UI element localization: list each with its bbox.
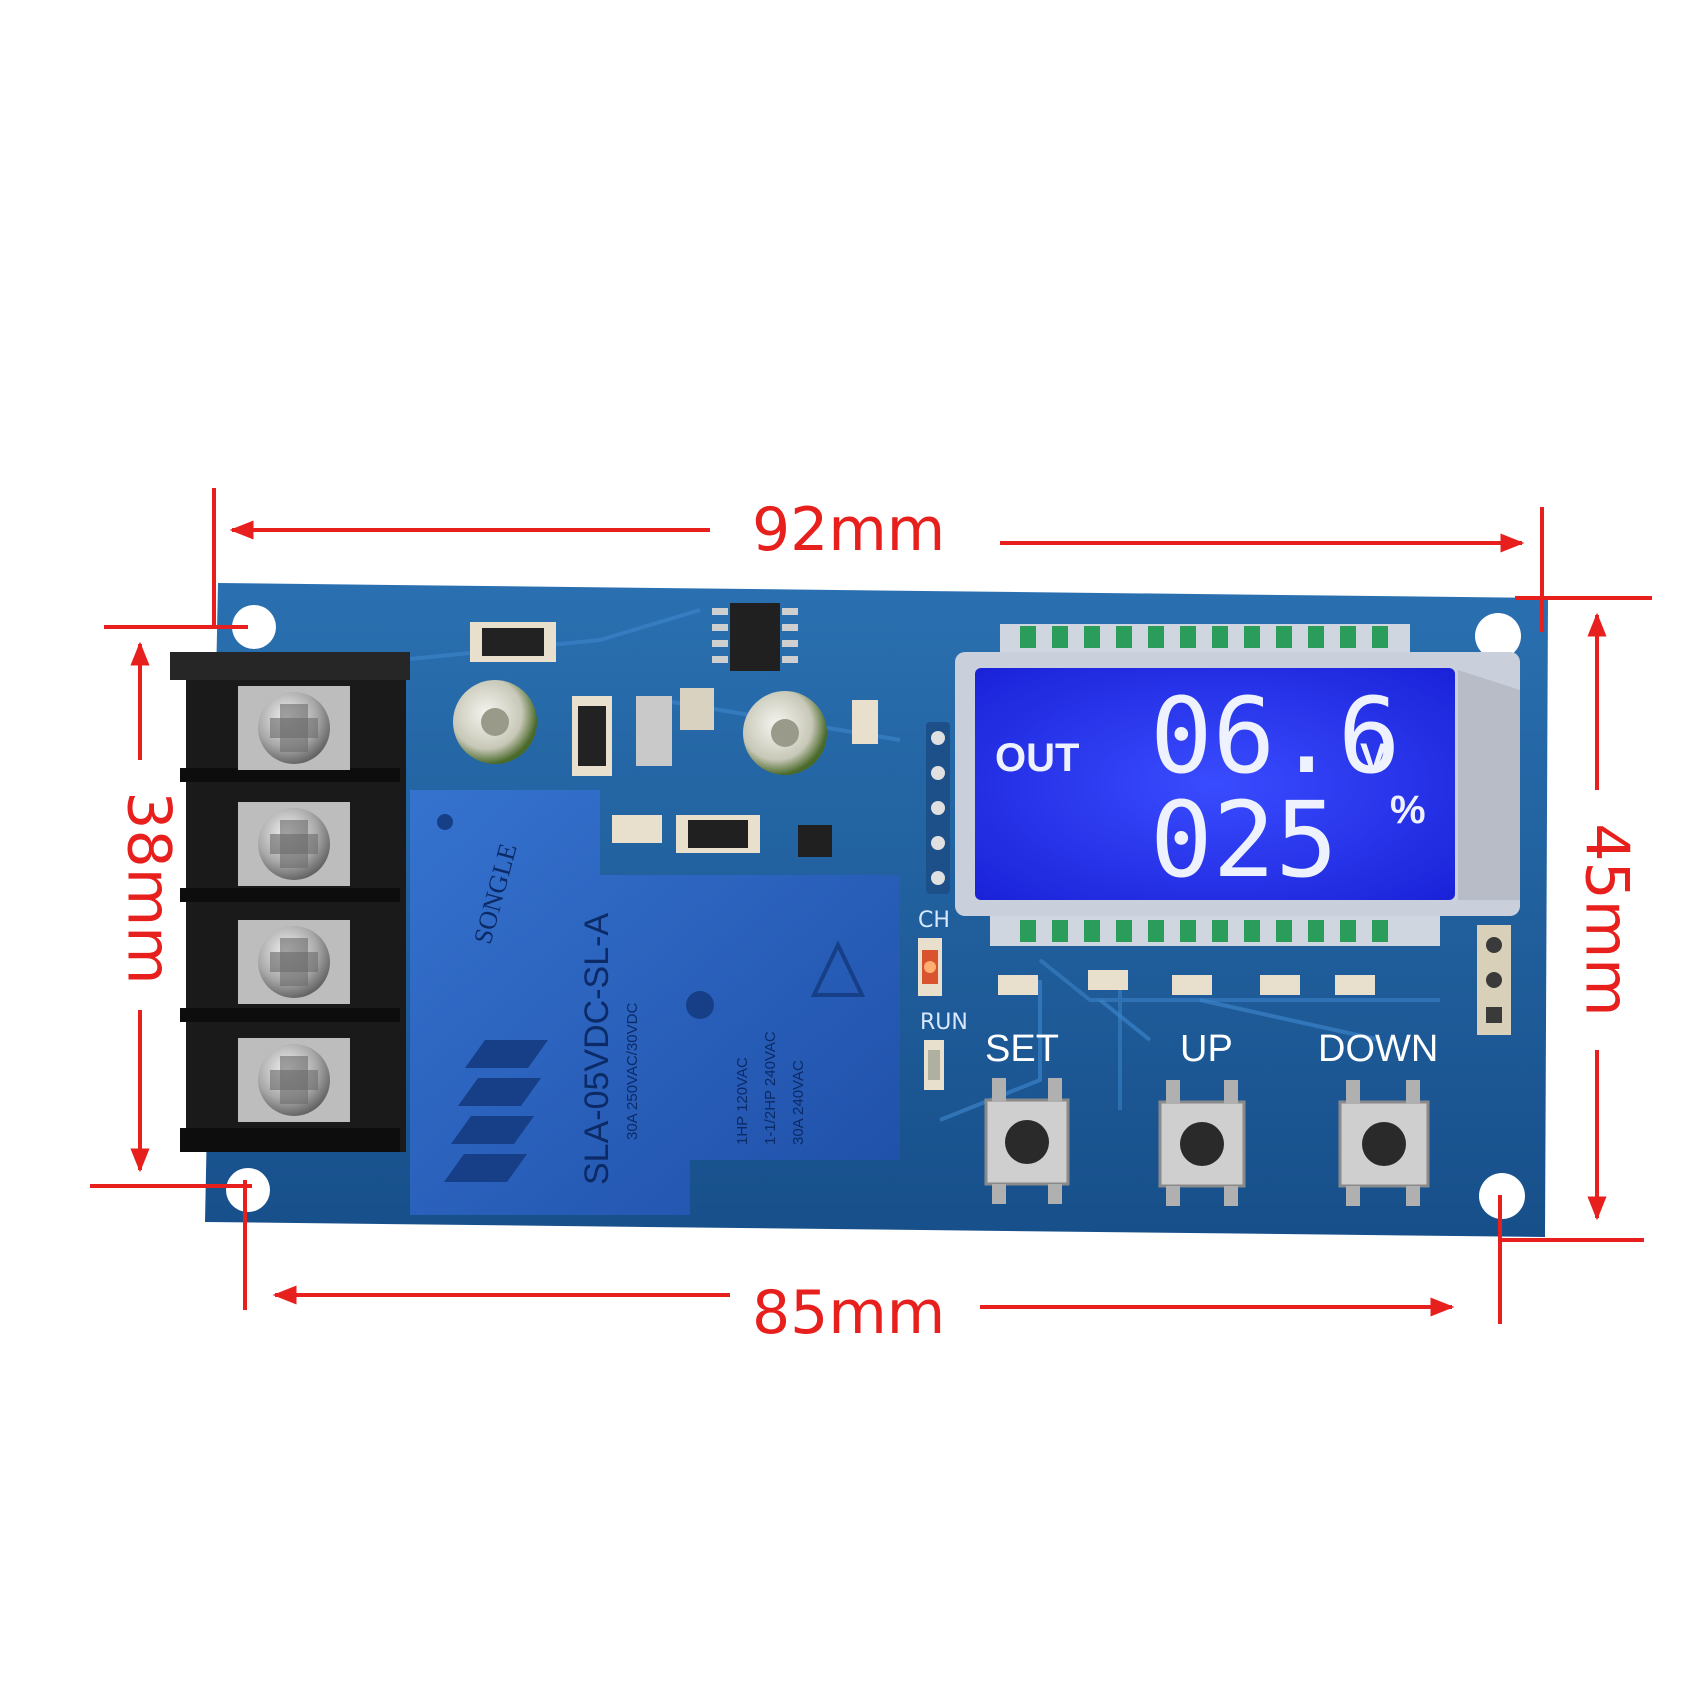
cert-triangle-icon — [810, 940, 866, 997]
lcd-voltage-value: 06.6 — [1150, 675, 1401, 797]
mount-hole-top-left — [232, 605, 276, 649]
set-button-label: SET — [985, 1028, 1059, 1070]
header-pins-left — [926, 722, 950, 894]
songle-logo-icon — [444, 1040, 548, 1182]
smd-pads-row — [998, 970, 1375, 995]
lcd-display — [955, 624, 1520, 946]
terminal-block — [170, 652, 410, 1152]
screw-1 — [238, 686, 350, 770]
lcd-percent-value: 025 — [1150, 779, 1338, 901]
dimension-width-top: 92mm — [752, 495, 946, 565]
relay-rating-2: 1HP 120VAC — [734, 1057, 751, 1145]
run-led — [924, 1040, 944, 1090]
capacitor-right — [743, 691, 827, 775]
lcd-voltage-unit: V — [1360, 736, 1387, 780]
run-silkscreen: RUN — [920, 1010, 968, 1035]
down-button-label: DOWN — [1318, 1028, 1439, 1070]
down-button[interactable] — [1338, 1080, 1430, 1206]
relay-rating-1: 30A 250VAC/30VDC — [624, 1002, 641, 1140]
relay-model: SLA-05VDC-SL-A — [578, 912, 616, 1185]
dimension-lines — [90, 488, 1652, 1324]
ch-led — [918, 938, 942, 996]
set-button[interactable] — [984, 1078, 1070, 1204]
dimension-height-left: 38mm — [113, 791, 184, 985]
lcd-percent-unit: % — [1390, 788, 1426, 832]
header-pins-right — [1477, 925, 1511, 1035]
relay-rating-3: 1-1/2HP 240VAC — [762, 1031, 779, 1145]
screw-4 — [238, 1038, 350, 1122]
ch-silkscreen: CH — [918, 908, 950, 933]
capacitor-left — [453, 680, 537, 764]
screw-3 — [238, 920, 350, 1004]
smd-components — [470, 603, 878, 857]
screw-2 — [238, 802, 350, 886]
dimension-height-right: 45mm — [1571, 823, 1642, 1017]
up-button-label: UP — [1180, 1028, 1233, 1070]
relay — [410, 790, 900, 1215]
mount-hole-top-right — [1475, 613, 1521, 659]
dimension-width-bottom: 85mm — [752, 1278, 946, 1348]
up-button[interactable] — [1158, 1080, 1246, 1206]
mount-hole-bottom-left — [226, 1168, 270, 1212]
relay-rating-4: 30A 240VAC — [790, 1060, 807, 1145]
lcd-mode-label: OUT — [995, 736, 1080, 780]
